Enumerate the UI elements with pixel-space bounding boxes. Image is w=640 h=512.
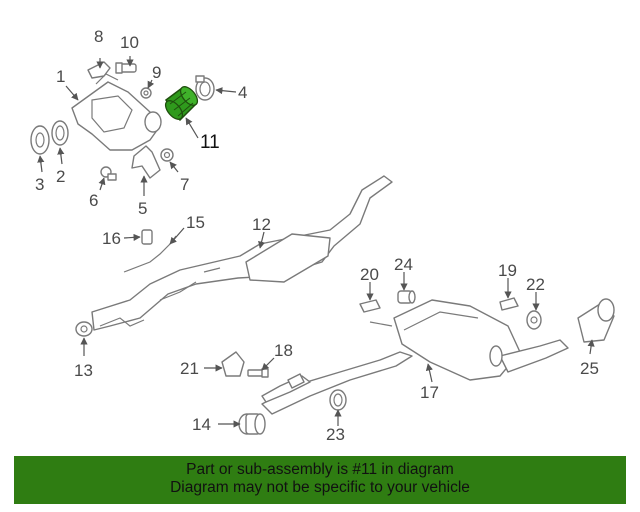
callout-1: 1 (56, 67, 65, 86)
leader-lines (37, 56, 595, 428)
callout-11: 11 (200, 132, 220, 153)
part-25-tailpipe-tip[interactable] (577, 298, 615, 343)
notice-banner: Part or sub-assembly is #11 in diagram D… (14, 456, 626, 504)
part-10-bolt[interactable] (115, 62, 137, 74)
callout-8: 8 (94, 27, 103, 46)
part-17-rear-muffler[interactable] (261, 299, 569, 415)
part-23-sleeve[interactable] (329, 389, 347, 411)
callout-13: 13 (74, 361, 93, 380)
callout-labels: 1 2 3 4 5 6 7 8 9 10 11 12 13 14 15 16 1… (35, 27, 599, 444)
callout-9: 9 (152, 63, 161, 82)
part-22-hanger[interactable] (526, 310, 542, 330)
callout-18: 18 (274, 341, 293, 360)
part-6-bolt[interactable] (100, 166, 117, 181)
callout-15: 15 (186, 213, 205, 232)
part-20-bracket[interactable] (359, 299, 381, 313)
callout-7: 7 (180, 175, 189, 194)
callout-20: 20 (360, 265, 379, 284)
notice-line-2: Diagram may not be specific to your vehi… (170, 479, 470, 496)
callout-5: 5 (138, 199, 147, 218)
part-12-center-pipe[interactable] (91, 175, 393, 331)
part-1-catalytic-converter[interactable] (71, 73, 162, 151)
part-8-bracket[interactable] (87, 61, 111, 79)
callout-10: 10 (120, 33, 139, 52)
part-9-nut[interactable] (140, 87, 152, 99)
part-4-clamp[interactable] (195, 75, 215, 101)
callout-17: 17 (420, 383, 439, 402)
y-pipe-bracket (287, 373, 305, 389)
callout-3: 3 (35, 175, 44, 194)
callout-24: 24 (394, 255, 413, 274)
part-24-sleeve[interactable] (397, 290, 416, 304)
callout-21: 21 (180, 359, 199, 378)
part-2-seal-ring[interactable] (51, 120, 69, 146)
part-14-pipe-clamp[interactable] (238, 413, 266, 435)
part-3-gasket[interactable] (30, 125, 50, 155)
part-7-nut[interactable] (160, 148, 174, 162)
callout-4: 4 (238, 83, 247, 102)
part-13-hanger-rubber[interactable] (75, 321, 93, 337)
callout-25: 25 (580, 359, 599, 378)
part-18-bolt[interactable] (247, 368, 269, 378)
callout-14: 14 (192, 415, 211, 434)
callout-23: 23 (326, 425, 345, 444)
part-21-bracket[interactable] (221, 351, 245, 377)
notice-line-1: Part or sub-assembly is #11 in diagram (186, 461, 454, 478)
part-5-bracket[interactable] (131, 145, 161, 179)
part-16-mount[interactable] (141, 229, 153, 245)
callout-6: 6 (89, 191, 98, 210)
callout-19: 19 (498, 261, 517, 280)
callout-22: 22 (526, 275, 545, 294)
part-19-bracket[interactable] (499, 297, 519, 311)
callout-2: 2 (56, 167, 65, 186)
part-11-flex-pipe[interactable] (162, 84, 200, 123)
callout-16: 16 (102, 229, 121, 248)
callout-12: 12 (252, 215, 271, 234)
exhaust-parts-diagram: 1 2 3 4 5 6 7 8 9 10 11 12 13 14 15 16 1… (30, 27, 615, 444)
